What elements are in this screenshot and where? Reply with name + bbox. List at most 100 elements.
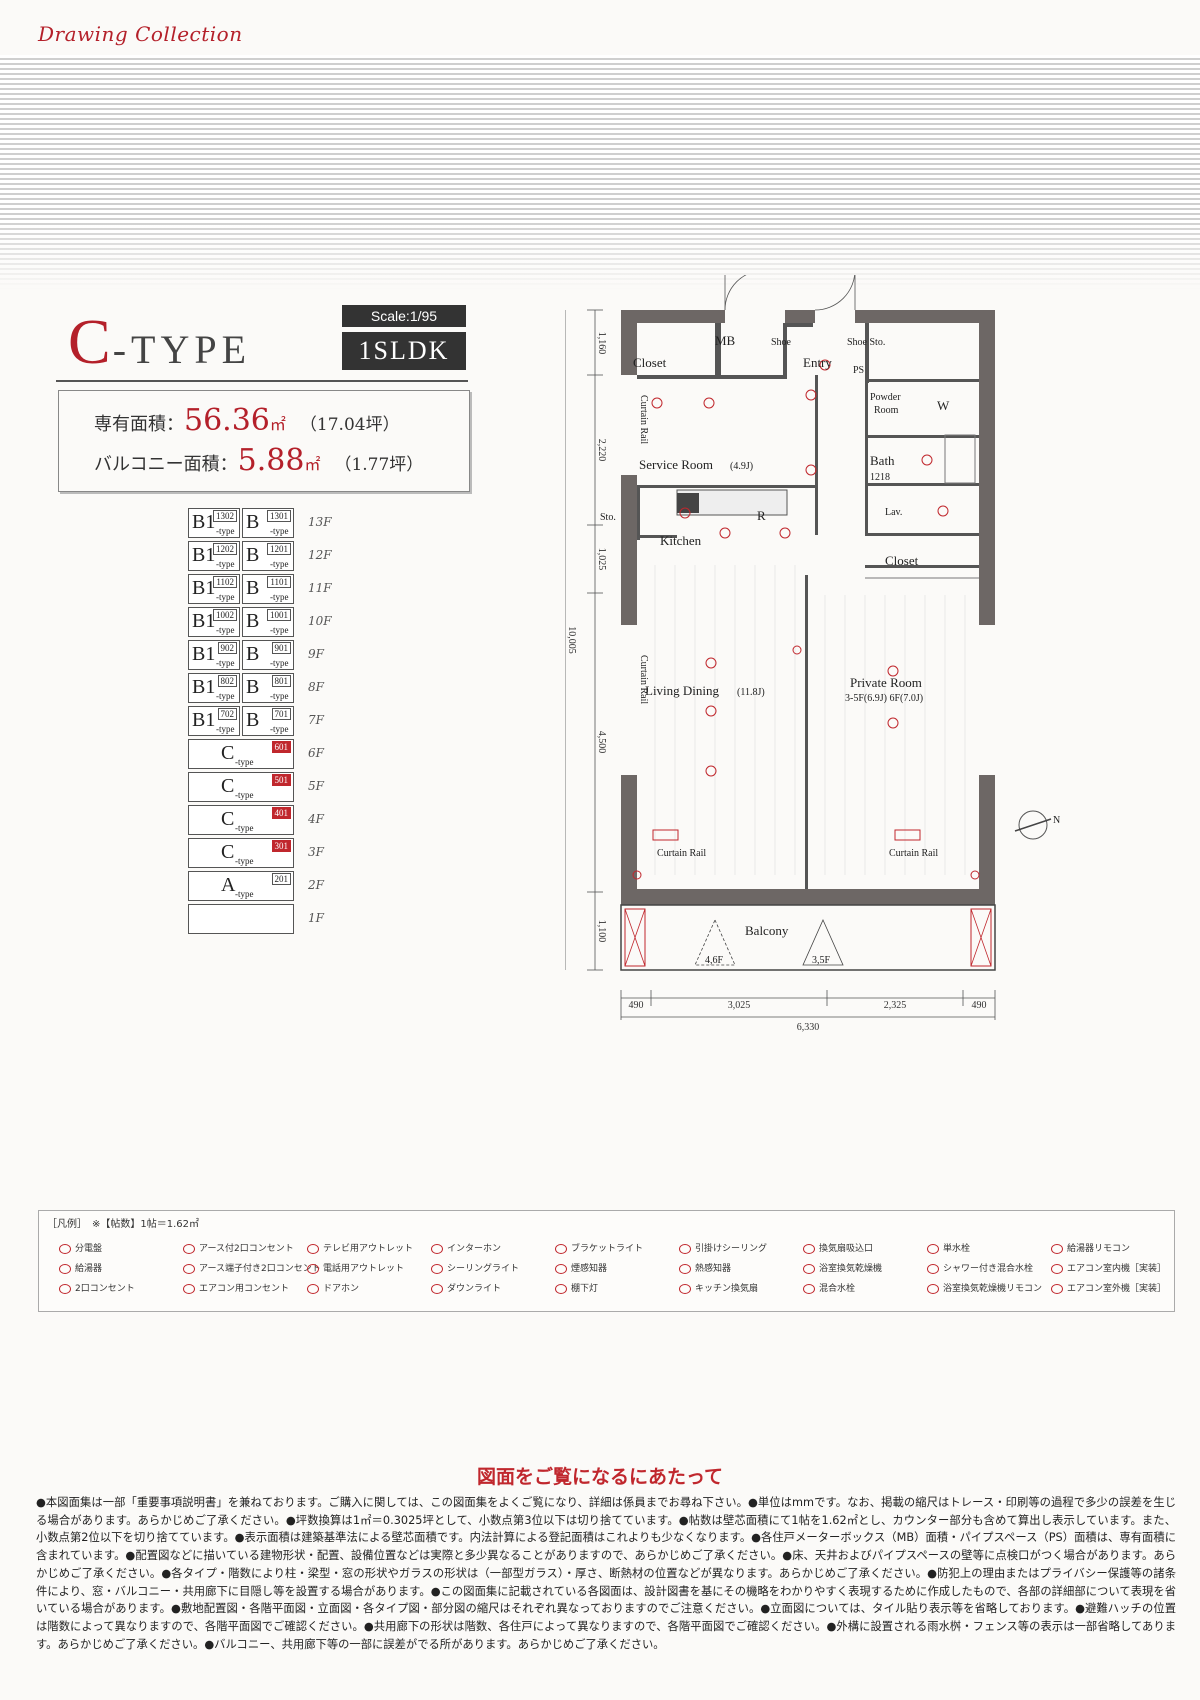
legend-item: 熱感知器 — [679, 1261, 731, 1274]
legend-item: シャワー付き混合水栓 — [927, 1261, 1033, 1274]
area-tsubo: （17.04坪） — [299, 415, 400, 435]
floor-plan: 1,160 2,220 1,025 4,500 1,100 10,005 — [565, 275, 1060, 1033]
floor-label: 11F — [308, 581, 332, 595]
legend-item: 換気扇吸込口 — [803, 1241, 873, 1254]
legend-item: アース端子付き2口コンセント — [183, 1261, 321, 1274]
unit-type-suffix: -type — [216, 658, 235, 668]
label-closet-1: Closet — [633, 355, 667, 370]
legend-label: 熱感知器 — [695, 1264, 732, 1274]
label-powder-room: Room — [874, 405, 899, 416]
area-label: 専有面積： — [94, 414, 184, 435]
unit-type: B — [246, 643, 260, 665]
dim-v-2: 2,220 — [596, 439, 607, 462]
legend-symbol-icon — [803, 1263, 815, 1274]
unit-number: 1002 — [213, 609, 237, 621]
legend-symbol-icon — [307, 1283, 319, 1294]
legend-label: 電話用アウトレット — [323, 1264, 405, 1274]
label-powder: Powder — [870, 392, 901, 403]
label-entry: Entry — [803, 355, 832, 370]
label-private-size: 3-5F(6.9J) 6F(7.0J) — [845, 693, 923, 704]
unit-number: 1301 — [267, 510, 291, 522]
legend-label: 分電盤 — [75, 1244, 103, 1254]
unit-type-suffix: -type — [270, 526, 289, 536]
unit-number: 702 — [217, 708, 237, 720]
dim-h-3: 2,325 — [884, 1000, 907, 1011]
unit-type: B — [246, 544, 260, 566]
legend-label: 給湯器リモコン — [1067, 1244, 1131, 1254]
legend-label: 浴室換気乾燥機 — [819, 1264, 883, 1274]
legend-label: 給湯器 — [75, 1264, 103, 1274]
type-suffix: -TYPE — [112, 327, 252, 372]
legend-symbol-icon — [183, 1263, 195, 1274]
legend-item: ダウンライト — [431, 1281, 501, 1294]
legend-label: ダウンライト — [447, 1284, 502, 1294]
unit-type: C — [221, 742, 235, 764]
area-value: 56.36 — [184, 403, 270, 438]
label-curtain-rail-4: Curtain Rail — [638, 655, 649, 704]
unit-type: C — [221, 775, 235, 797]
legend-symbol-icon — [59, 1263, 71, 1274]
legend-item: 棚下灯 — [555, 1281, 598, 1294]
unit-number: 1202 — [213, 543, 237, 555]
unit-type: B — [246, 511, 260, 533]
legend-symbol-icon — [803, 1283, 815, 1294]
label-r: R — [757, 508, 766, 523]
floor-label: 3F — [308, 845, 324, 859]
legend-label: 2口コンセント — [75, 1284, 135, 1294]
floor-label: 10F — [308, 614, 332, 628]
legend-label: 混合水栓 — [819, 1284, 856, 1294]
legend-item: 混合水栓 — [803, 1281, 855, 1294]
unit-number: 301 — [271, 840, 291, 852]
unit-type: B1 — [192, 511, 216, 533]
legend-symbol-icon — [1051, 1243, 1063, 1254]
label-service-room: Service Room — [639, 457, 713, 472]
unit-type-suffix: -type — [270, 625, 289, 635]
legend-item: テレビ用アウトレット — [307, 1241, 413, 1254]
unit-number: 401 — [271, 807, 291, 819]
legend-label: ドアホン — [323, 1284, 360, 1294]
legend-item: 給湯器 — [59, 1261, 102, 1274]
floor-label: 4F — [308, 812, 324, 826]
legend-item: 引掛けシーリング — [679, 1241, 767, 1254]
unit-type-suffix: -type — [235, 889, 254, 899]
legend-item: 2口コンセント — [59, 1281, 135, 1294]
unit-type: C — [221, 808, 235, 830]
legend-label: 煙感知器 — [571, 1264, 608, 1274]
dim-h-1: 490 — [629, 1000, 644, 1011]
legend-label: 引掛けシーリング — [695, 1244, 768, 1254]
floor-label: 8F — [308, 680, 324, 694]
label-4-6f: 4,6F — [705, 955, 724, 966]
unit-number: 1001 — [267, 609, 291, 621]
header-fade — [0, 55, 1200, 290]
unit-number: 1102 — [213, 576, 237, 588]
floor-label: 6F — [308, 746, 324, 760]
legend-symbol-icon — [679, 1243, 691, 1254]
label-shoe-sto: Shoe Sto. — [847, 337, 885, 348]
north-label: N — [1053, 815, 1060, 826]
label-private-room: Private Room — [850, 675, 922, 690]
floor-label: 2F — [308, 878, 324, 892]
north-arrow-icon: N — [1014, 810, 1060, 840]
unit-type-suffix: -type — [216, 559, 235, 569]
unit-type-suffix: -type — [216, 691, 235, 701]
legend-item: エアコン室内機［実装］ — [1051, 1261, 1166, 1274]
unit-type-suffix: -type — [270, 658, 289, 668]
unit-number: 802 — [217, 675, 237, 687]
unit-number: 501 — [271, 774, 291, 786]
notes-title: 図面をご覧になるにあたって — [476, 1466, 724, 1488]
dim-h-4: 490 — [972, 1000, 987, 1011]
unit-type-suffix: -type — [216, 526, 235, 536]
legend-item: アース付2口コンセント — [183, 1241, 294, 1254]
legend-label: 浴室換気乾燥機リモコン — [943, 1284, 1043, 1294]
